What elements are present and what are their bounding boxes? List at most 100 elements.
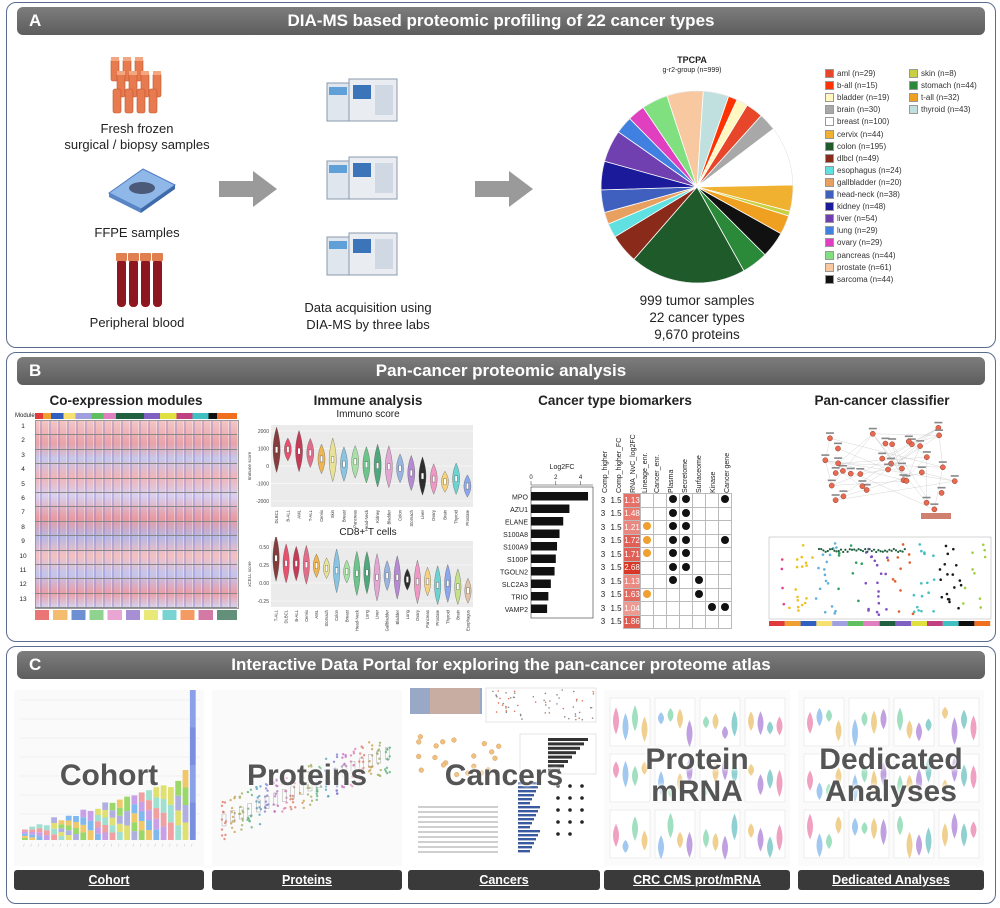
kinase-cell (705, 601, 719, 616)
violin-box (355, 570, 359, 577)
mini-violin (807, 770, 813, 791)
legend-swatch (825, 274, 834, 284)
legend-item-sarcoma: sarcoma (n=44) (825, 274, 893, 284)
heatmap-top-bar (35, 413, 237, 419)
scatter-mini-point (505, 691, 507, 694)
protein-point (220, 834, 224, 837)
legend-item-cervix: cervix (n=44) (825, 129, 883, 139)
scatter-point (837, 587, 840, 591)
scatter-mini-point (534, 701, 537, 703)
proteins-button[interactable]: Proteins (212, 870, 402, 890)
network-mini-node (416, 739, 422, 745)
x-tick-label: Brain (455, 609, 460, 619)
protein-point (285, 776, 288, 780)
protein-point (358, 760, 361, 763)
network-mini-node (465, 770, 471, 776)
protein-point (315, 794, 319, 798)
protein-point (265, 803, 268, 807)
crc-cms-button[interactable]: CRC CMS prot/mRNA (604, 870, 790, 890)
protein-box (273, 792, 278, 806)
dot-mini (556, 796, 560, 800)
scatter-point (940, 595, 944, 599)
violin-box (275, 446, 278, 453)
cohort-tick: — (145, 843, 150, 847)
panel-a: A DIA-MS based proteomic profiling of 22… (6, 2, 996, 348)
protein-point (384, 750, 388, 754)
scatter-point (918, 543, 922, 546)
scatter-point (833, 612, 837, 615)
mini-violin (767, 836, 773, 859)
protein-point (341, 784, 344, 788)
network-node-label (884, 463, 893, 466)
mini-violin (686, 831, 693, 858)
y-axis-label: Immune score (247, 451, 252, 480)
protein-point (341, 756, 344, 759)
rna-fc-cell: 1.21 (623, 520, 641, 535)
legend-swatch (825, 250, 834, 260)
mini-panel (609, 753, 651, 803)
x-tick-label: Cervix (304, 609, 309, 622)
protein-point (223, 801, 227, 804)
scatter-mini-point (544, 692, 547, 695)
scatter-point (866, 550, 869, 553)
bar-mini (548, 746, 580, 750)
protein-point (291, 776, 294, 779)
violin-box (345, 568, 349, 575)
scatter-mini-point (574, 713, 577, 715)
rna-fc-cell: 2.68 (623, 560, 641, 575)
protein-point (276, 804, 280, 808)
scatter-point (920, 549, 923, 553)
surfaceome-cell (692, 587, 706, 602)
cancer-enr-cell (653, 520, 667, 535)
network-node-label (907, 438, 916, 440)
scatter-point (946, 552, 950, 556)
surfaceome-cell (692, 493, 706, 508)
dot-mini (580, 808, 584, 812)
cohort-bar-segment (146, 790, 152, 801)
legend-label: head-neck (n=38) (837, 190, 900, 199)
legend-swatch (825, 177, 834, 187)
text-line-mini (418, 851, 498, 853)
scatter-mini-point (567, 717, 570, 720)
protein-point (289, 794, 292, 798)
dedicated-analyses-button[interactable]: Dedicated Analyses (798, 870, 984, 890)
classifier-title: Pan-cancer classifier (814, 393, 950, 408)
cohort-thumbnail: ———————————————————————— (14, 690, 204, 866)
network-node-label (934, 421, 943, 424)
mini-violin (722, 725, 728, 740)
gene-label: S100P (507, 557, 528, 564)
class-strip (879, 621, 896, 626)
text-line-mini (418, 841, 498, 843)
scatter-point (939, 578, 942, 582)
coexpression-heatmap (35, 420, 239, 609)
cohort-bar-segment (80, 824, 87, 833)
scatter-point (903, 548, 906, 551)
mini-violin (970, 765, 977, 790)
scatter-point (897, 610, 901, 613)
scatter-point (946, 573, 949, 576)
x-tick-label: Stomach (409, 509, 414, 526)
network-edge (892, 444, 935, 510)
scatter-point (983, 548, 986, 552)
panel-c-title: Interactive Data Portal for exploring th… (231, 655, 771, 674)
comp-higher-fc-cell: 1.5 (610, 509, 622, 519)
protein-point (221, 800, 224, 804)
scatter-mini-point (513, 710, 516, 713)
cohort-bar-segment (189, 802, 196, 840)
protein-point (378, 757, 381, 760)
scatter-point (797, 609, 800, 612)
scatter-point (822, 549, 825, 552)
ffpe-slide-icon (108, 168, 176, 213)
scatter-point (854, 561, 858, 564)
lineage-cell (640, 614, 654, 629)
cancers-button[interactable]: Cancers (408, 870, 600, 890)
cohort-button[interactable]: Cohort (14, 870, 204, 890)
network-node-label (922, 451, 931, 453)
module-label: Module (15, 413, 35, 419)
comp-higher-fc-cell: 1.5 (610, 590, 622, 600)
network-node (863, 487, 870, 493)
protein-point (352, 764, 355, 767)
scatter-point (891, 578, 895, 581)
protein-point (325, 772, 329, 776)
